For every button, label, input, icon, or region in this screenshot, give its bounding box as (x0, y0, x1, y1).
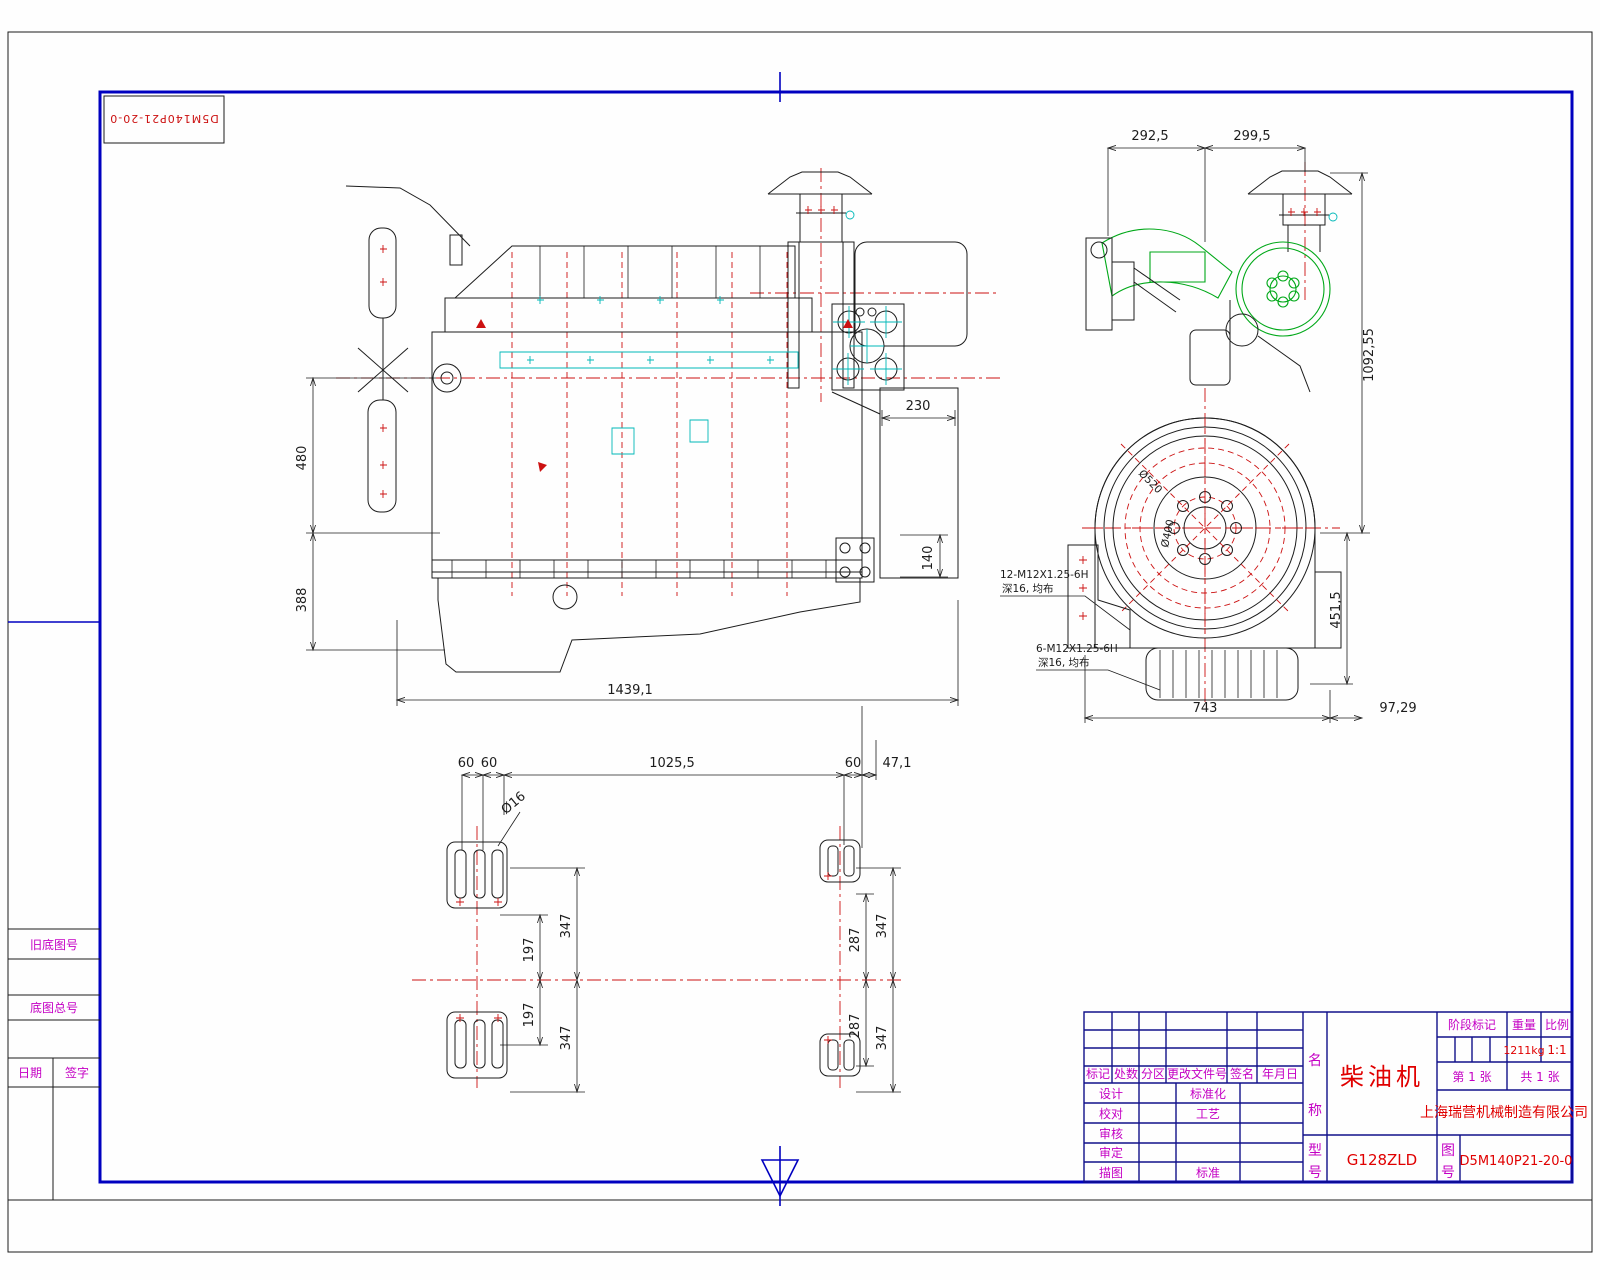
weight-value: 1211kg (1503, 1044, 1544, 1057)
row-approve: 审定 (1099, 1145, 1123, 1160)
margin-column: 旧底图号 底图总号 日期 签字 (8, 929, 100, 1200)
dim-197b: 197 (522, 1003, 537, 1028)
bottom-view: 60 60 1025,5 60 47,1 Ø16 197 197 347 347 (412, 706, 911, 1092)
thread-note-2-line1: 6-M12X1.25-6H (1036, 643, 1118, 655)
margin-signature: 签字 (65, 1065, 89, 1080)
margin-old-base-no: 旧底图号 (30, 937, 78, 952)
dim-347c: 347 (875, 914, 890, 939)
detail-marks (476, 296, 853, 472)
scale-label: 比例 (1545, 1018, 1569, 1032)
dim-60c: 60 (845, 756, 862, 771)
bottom-dim-chain: 60 60 1025,5 60 47,1 Ø16 (458, 706, 912, 850)
mid-standard: 标准 (1196, 1166, 1220, 1180)
dim-1092: 1092,55 (1362, 328, 1377, 382)
dim-197a: 197 (522, 938, 537, 963)
dim-292: 292,5 (1131, 129, 1168, 144)
thread-callouts: 12-M12X1.25-6H 深16, 均布 6-M12X1.25-6H 深16… (1000, 569, 1160, 690)
side-view-dimensions: 480 388 1439,1 230 140 (295, 378, 958, 706)
dim-97: 97,29 (1379, 701, 1416, 716)
row-trace: 描图 (1099, 1166, 1123, 1180)
sheet-index: 第 1 张 (1452, 1070, 1491, 1084)
rear-panels (832, 242, 967, 582)
thread-note-1-line2: 深16, 均布 (1002, 583, 1054, 595)
scale-value: 1:1 (1547, 1043, 1566, 1057)
side-view: 480 388 1439,1 230 140 (295, 168, 1004, 706)
part-name: 柴油机 (1340, 1063, 1424, 1091)
thread-note-2-line2: 深16, 均布 (1038, 657, 1090, 669)
dim-1439: 1439,1 (607, 683, 653, 698)
dwg-col-char1: 图 (1441, 1143, 1455, 1159)
front-view-dimensions: 292,5 299,5 1092,55 451,5 743 97,29 (1085, 129, 1417, 723)
sheet-count: 共 1 张 (1520, 1070, 1559, 1084)
model-col-char2: 号 (1308, 1165, 1322, 1181)
dim-347b: 347 (559, 1026, 574, 1051)
row-check: 校对 (1099, 1106, 1123, 1121)
model-col-char1: 型 (1308, 1143, 1322, 1159)
bottom-vertical-dims: 197 197 347 347 287 287 347 347 (500, 868, 901, 1092)
name-col-char1: 名 (1308, 1053, 1322, 1069)
front-oil-pan (1068, 545, 1341, 700)
dim-230: 230 (906, 399, 931, 414)
name-col-char2: 称 (1308, 1103, 1322, 1119)
corner-ref-number: D5M140P21-20-0 (109, 112, 219, 125)
oil-pan (438, 578, 860, 672)
th-date: 年月日 (1262, 1067, 1298, 1081)
row-review: 审核 (1099, 1126, 1123, 1141)
dim-451: 451,5 (1329, 591, 1344, 628)
mid-process: 工艺 (1196, 1107, 1220, 1121)
th-mark: 标记 (1086, 1067, 1110, 1081)
dim-347d: 347 (875, 1026, 890, 1051)
model-number: G128ZLD (1347, 1151, 1417, 1169)
front-exhaust-stack (1248, 171, 1352, 252)
air-cleaner (1102, 229, 1330, 336)
flywheel-housing: Ø520 Ø400 (1095, 418, 1315, 648)
dim-47: 47,1 (883, 756, 912, 771)
th-change-doc: 更改文件号 (1167, 1066, 1227, 1081)
front-brackets (1086, 238, 1310, 392)
dim-60a: 60 (458, 756, 475, 771)
front-view: Ø520 Ø400 12-M12X1.25-6H 深16, 均布 6-M12X1… (1000, 129, 1417, 723)
fan (358, 228, 408, 512)
dwg-col-char2: 号 (1441, 1165, 1455, 1181)
drawing-number: D5M140P21-20-0 (1460, 1154, 1573, 1169)
dim-299: 299,5 (1233, 129, 1270, 144)
dim-flywheel-d2: Ø400 (1159, 518, 1177, 548)
dim-287a: 287 (848, 928, 863, 953)
row-design: 设计 (1099, 1087, 1123, 1101)
title-block: 标记 处数 分区 更改文件号 签名 年月日 设计 校对 审核 审定 描图 标准化… (1084, 1012, 1588, 1182)
sheet-frame: D5M140P21-20-0 (8, 32, 1592, 1252)
weight-label: 重量 (1512, 1018, 1536, 1032)
th-zone: 分区 (1141, 1067, 1165, 1081)
engine-block (346, 186, 862, 609)
dim-140: 140 (921, 546, 936, 571)
dim-743: 743 (1193, 701, 1218, 716)
inner-frame (100, 92, 1572, 1182)
corner-ref-box: D5M140P21-20-0 (104, 96, 224, 143)
margin-base-total-no: 底图总号 (30, 1000, 78, 1015)
mid-standardization: 标准化 (1190, 1087, 1226, 1101)
dim-287b: 287 (848, 1014, 863, 1039)
thread-note-1-line1: 12-M12X1.25-6H (1000, 569, 1089, 581)
dim-60b: 60 (481, 756, 498, 771)
company-name: 上海瑞营机械制造有限公司 (1420, 1105, 1588, 1121)
th-signature: 签名 (1230, 1066, 1254, 1081)
center-mark-bottom (762, 1146, 798, 1206)
dim-480: 480 (295, 446, 310, 471)
margin-date: 日期 (18, 1066, 42, 1080)
exhaust-stack (768, 172, 872, 388)
th-count: 处数 (1114, 1066, 1138, 1081)
dim-hole-d16: Ø16 (499, 789, 529, 818)
mount-feet (447, 840, 860, 1078)
front-left-foot (1068, 545, 1130, 648)
dim-388: 388 (295, 588, 310, 613)
stage-mark-label: 阶段标记 (1448, 1017, 1496, 1032)
dim-347a: 347 (559, 914, 574, 939)
dim-1025: 1025,5 (649, 756, 695, 771)
